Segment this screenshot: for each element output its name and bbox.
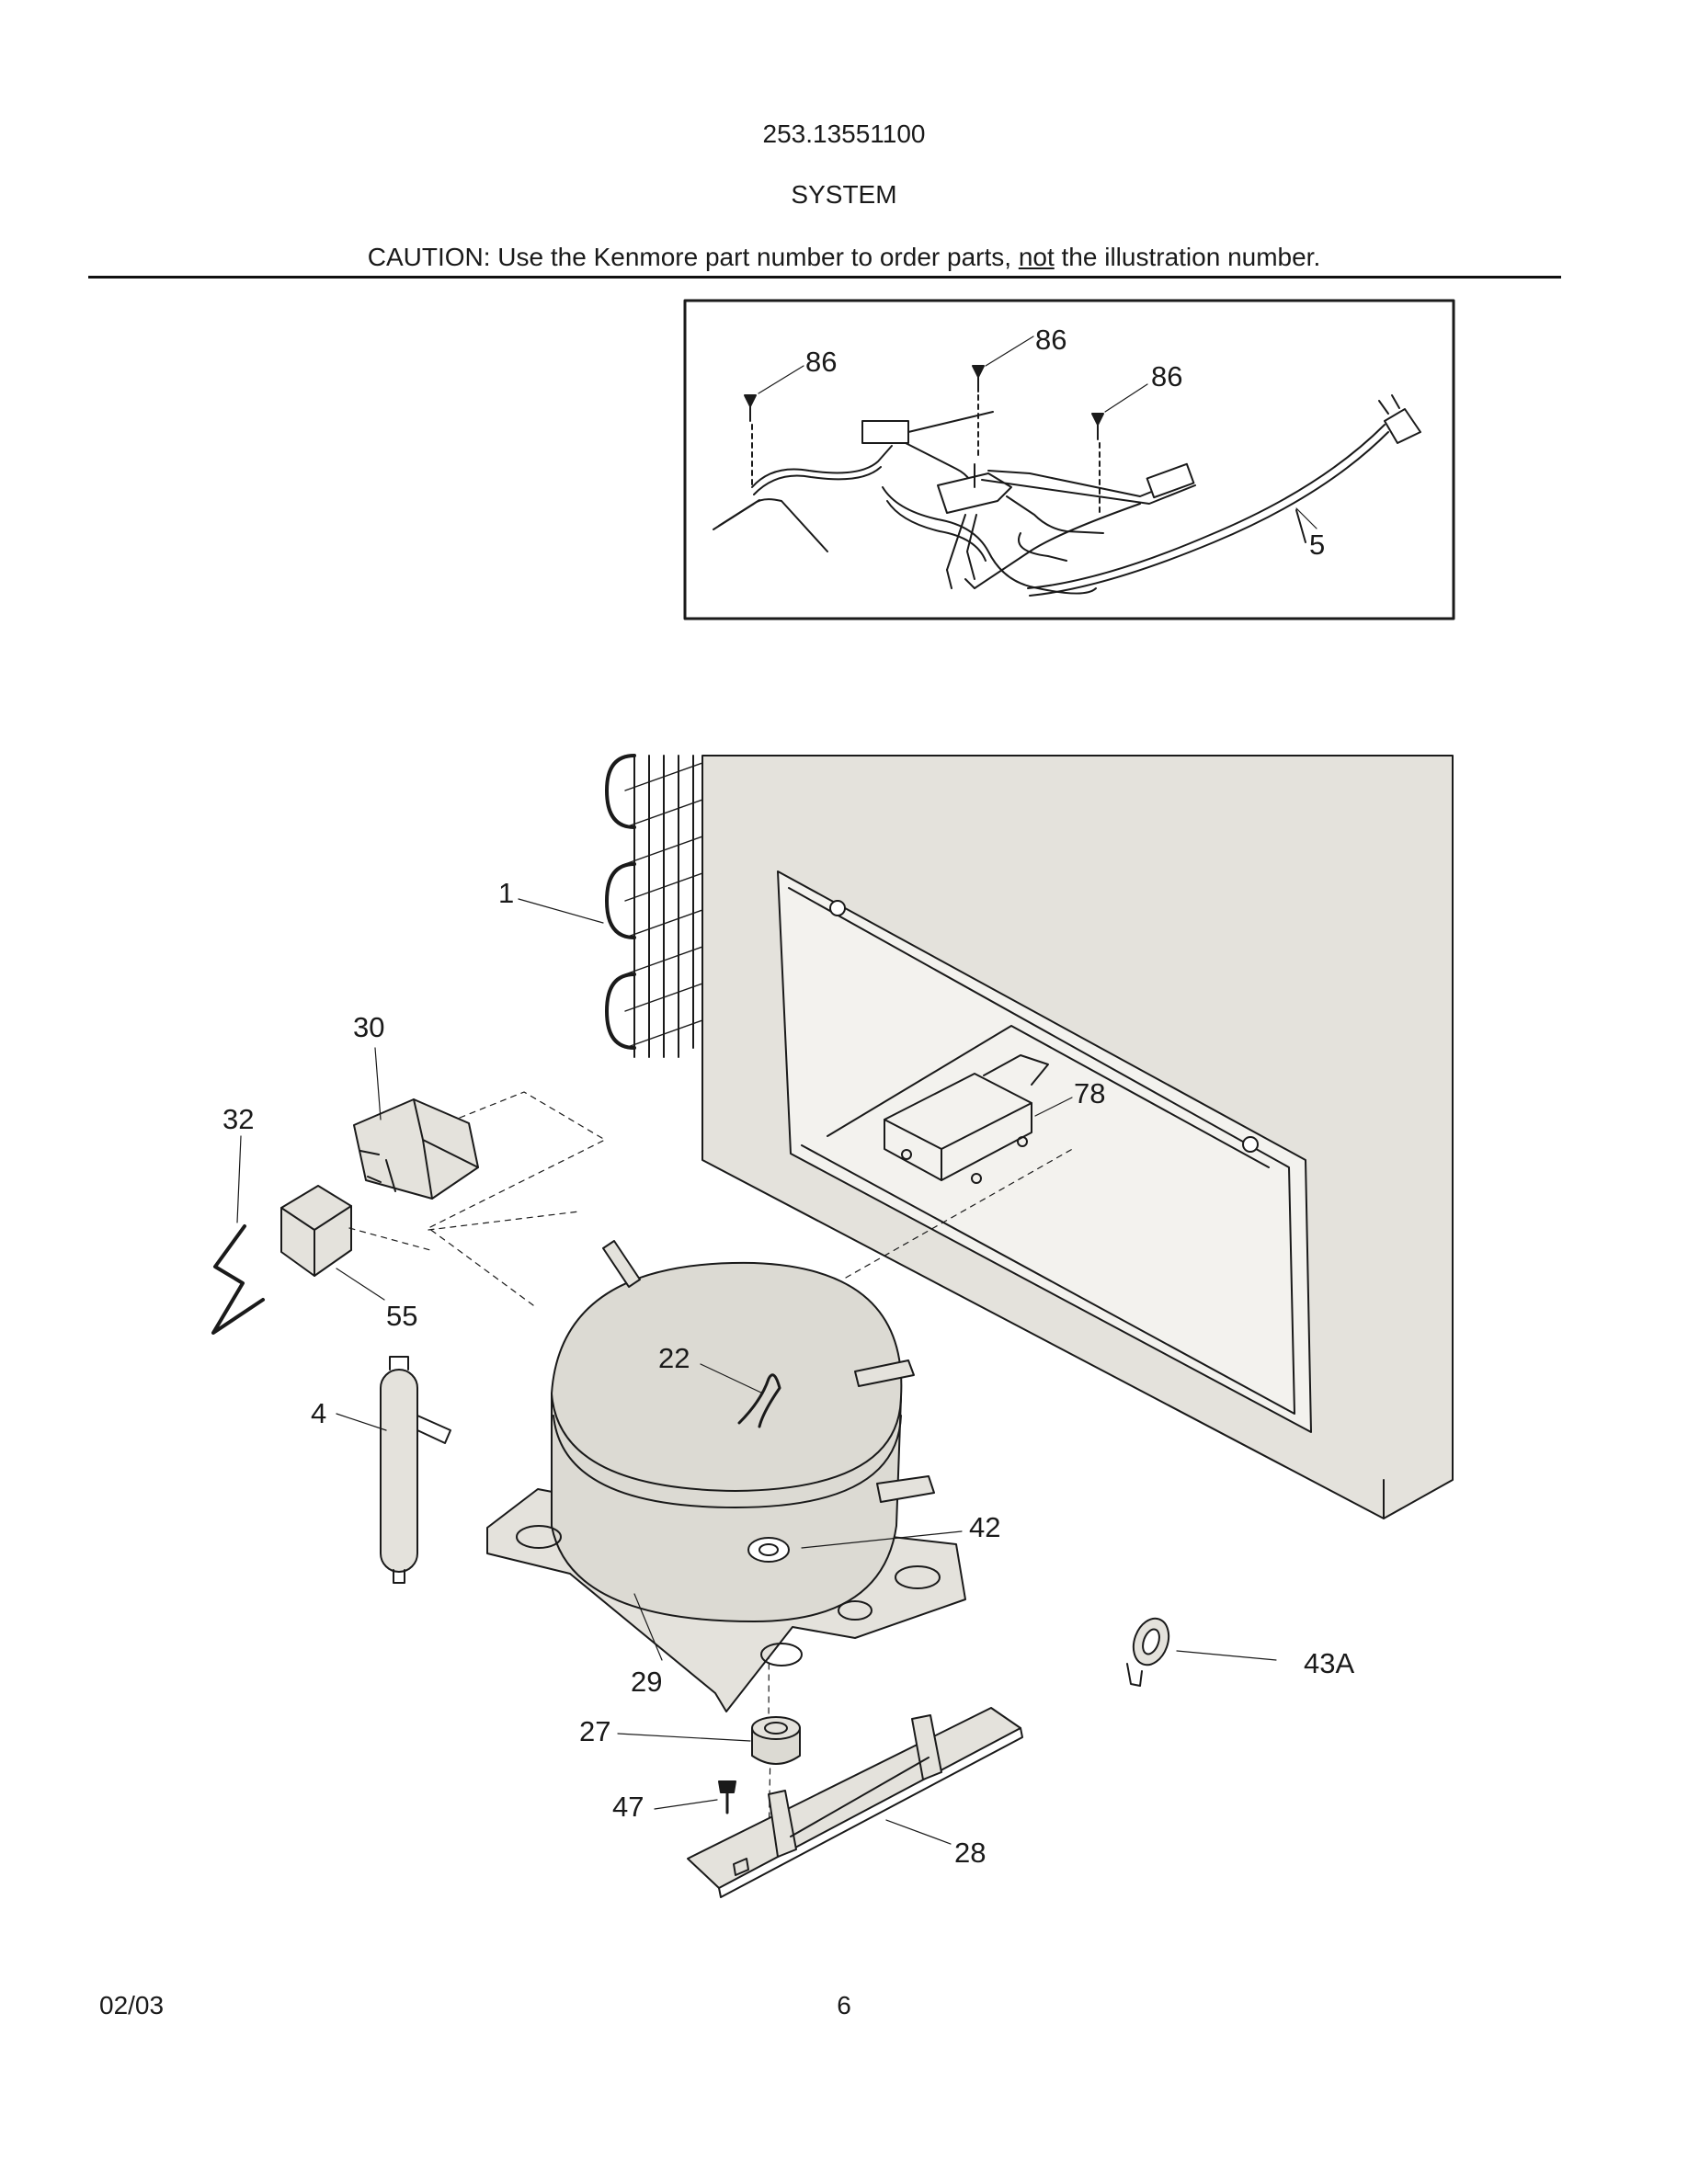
- inset-screw-right: [1091, 413, 1104, 516]
- callout-47: 47: [612, 1791, 644, 1823]
- inset-box: [683, 299, 1455, 620]
- callout-78: 78: [1074, 1077, 1105, 1109]
- relay: [353, 1098, 479, 1200]
- overload: [280, 1185, 352, 1277]
- drier: [380, 1356, 451, 1584]
- leader-lines: [236, 898, 1277, 1845]
- mount-plate: [687, 1707, 1023, 1898]
- callout-55: 55: [386, 1300, 417, 1332]
- callout-22: 22: [658, 1342, 690, 1374]
- cabinet: [701, 755, 1454, 1519]
- section-title: SYSTEM: [791, 180, 897, 209]
- callout-5: 5: [1309, 529, 1325, 561]
- callout-1: 1: [498, 877, 514, 909]
- callout-30: 30: [353, 1011, 384, 1043]
- callout-27: 27: [579, 1715, 610, 1747]
- callout-42: 42: [969, 1511, 1000, 1543]
- model-number: 253.13551100: [762, 119, 926, 148]
- control-box: [884, 1054, 1049, 1184]
- callout-86-mid: 86: [1035, 324, 1066, 356]
- callout-32: 32: [222, 1103, 254, 1135]
- callout-86-left: 86: [805, 346, 837, 378]
- wire-clip: [211, 1224, 265, 1335]
- callout-43A: 43A: [1304, 1647, 1354, 1679]
- page-number: 6: [837, 1991, 851, 2019]
- caution-note: CAUTION: Use the Kenmore part number to …: [0, 243, 1688, 272]
- caution-prefix: CAUTION: Use the Kenmore part number to …: [367, 243, 1019, 271]
- callout-4: 4: [311, 1397, 326, 1429]
- callout-28: 28: [954, 1837, 986, 1869]
- wire-harness: [713, 394, 1421, 597]
- caution-underlined: not: [1018, 243, 1055, 271]
- header-rule: [88, 276, 1561, 279]
- callout-29: 29: [631, 1666, 662, 1698]
- inset-screw-mid: [972, 365, 985, 461]
- tube-clamp: [1126, 1617, 1170, 1687]
- footer-date: 02/03: [99, 1991, 165, 2019]
- caution-suffix: the illustration number.: [1054, 243, 1321, 271]
- condenser-coil: [605, 754, 703, 1058]
- mount-grommet: [751, 1716, 801, 1765]
- inset-screw-left: [744, 394, 757, 488]
- screw: [718, 1780, 736, 1814]
- callout-86-right: 86: [1151, 360, 1182, 392]
- compressor: [486, 1240, 966, 1712]
